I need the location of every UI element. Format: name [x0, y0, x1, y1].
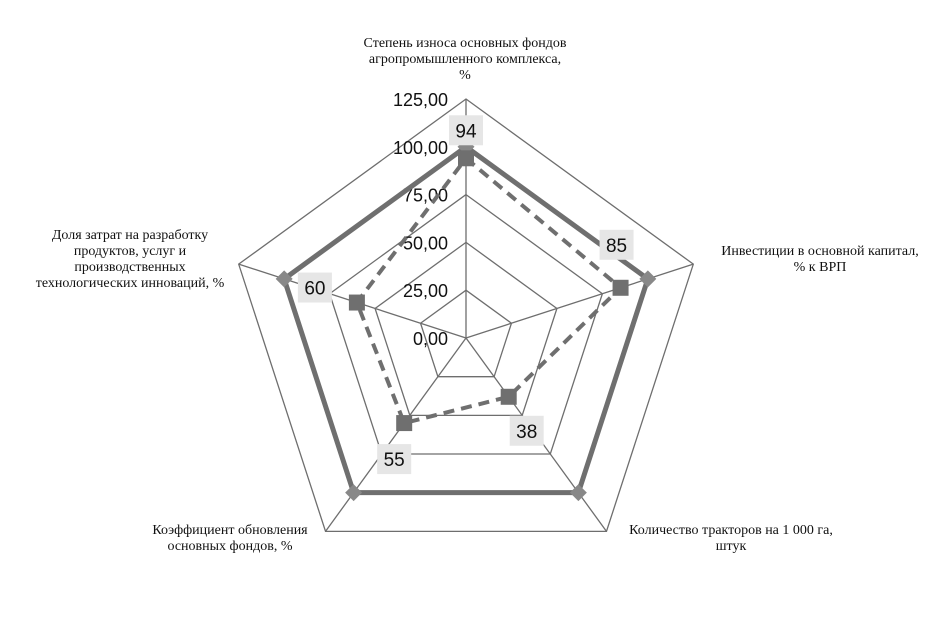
axis-label-line: % к ВРП: [793, 260, 847, 275]
data-label-box: [377, 444, 412, 475]
data-label-box: [599, 229, 634, 260]
data-marker-square: [348, 294, 365, 311]
axis-label-line: Доля затрат на разработку: [51, 228, 209, 243]
data-label: 55: [384, 450, 405, 471]
data-marker-square: [458, 150, 474, 167]
tick-label: 50,00: [403, 233, 448, 253]
tick-label: 25,00: [403, 281, 448, 301]
data-marker-diamond: [569, 484, 587, 502]
data-label-box: [449, 115, 483, 146]
data-label-box: [297, 272, 332, 303]
data-label: 94: [455, 121, 477, 142]
data-label: 60: [304, 279, 325, 300]
grid-ring: [328, 193, 604, 455]
data-marker-diamond: [345, 484, 363, 502]
axis-line: [465, 263, 694, 339]
data-label-box: [509, 415, 544, 446]
grid-ring: [237, 98, 695, 533]
data-label: 38: [516, 422, 537, 443]
grid-ring: [374, 241, 558, 416]
data-label: 85: [606, 236, 627, 257]
axis-label-line: Инвестиции в основной капитал,: [721, 244, 919, 259]
axis-label-line: Степень износа основных фондов: [363, 36, 567, 51]
grid-ring: [419, 289, 513, 378]
axis-label-line: основных фондов, %: [167, 539, 293, 554]
axis-label-line: штук: [715, 539, 747, 554]
axis-label-line: производственных: [74, 260, 186, 275]
tick-label: 75,00: [403, 186, 448, 206]
data-marker-diamond: [275, 270, 293, 288]
axis-label-line: Количество тракторов на 1 000 га,: [629, 523, 833, 538]
tick-label: 100,00: [393, 138, 448, 158]
axis-label-line: %: [459, 68, 471, 83]
axis-line: [324, 337, 467, 532]
axis-label-line: агропромышленного комплекса,: [368, 52, 562, 67]
data-marker-square: [500, 388, 517, 405]
tick-label: 0,00: [413, 329, 448, 349]
axis-label-line: Коэффициент обновления: [152, 523, 308, 538]
data-marker-diamond: [639, 270, 657, 288]
axis-label-investment: Инвестиции в основной капитал,% к ВРП: [695, 244, 945, 276]
tick-label: 125,00: [393, 90, 448, 110]
data-marker-square: [396, 415, 413, 432]
data-marker-square: [612, 279, 629, 296]
series-line-actual: [354, 155, 624, 426]
axis-label-tractors: Количество тракторов на 1 000 га,штук: [606, 523, 856, 555]
axis-label-line: технологических инноваций, %: [35, 276, 225, 291]
axis-label-line: продуктов, услуг и: [73, 244, 187, 259]
